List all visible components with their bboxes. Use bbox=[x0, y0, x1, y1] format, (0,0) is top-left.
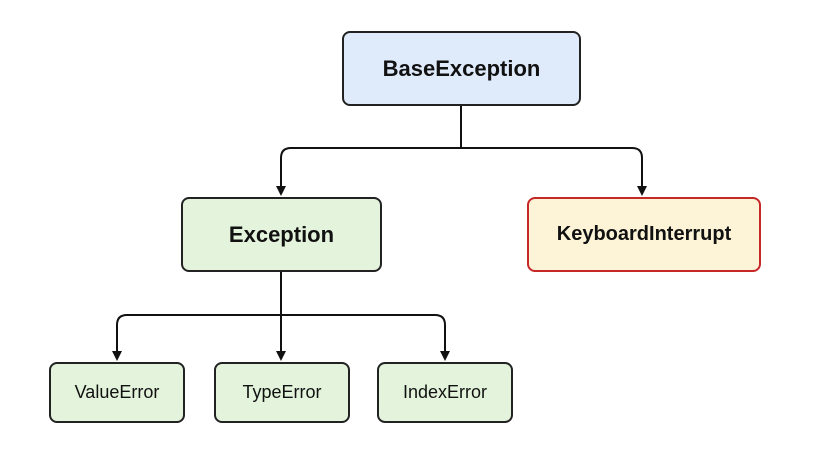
node-typeerror-label: TypeError bbox=[242, 382, 322, 402]
connector-to-valueerror bbox=[112, 314, 281, 361]
connector-to-keyboardinterrupt bbox=[461, 147, 647, 196]
node-keyboardinterrupt-label: KeyboardInterrupt bbox=[556, 223, 732, 245]
node-typeerror: TypeError bbox=[214, 362, 350, 423]
node-exception-label: Exception bbox=[228, 221, 335, 247]
node-valueerror-label: ValueError bbox=[74, 382, 160, 402]
node-indexerror: IndexError bbox=[377, 362, 513, 423]
node-baseexception: BaseException bbox=[342, 31, 581, 106]
connector-to-exception bbox=[276, 147, 461, 196]
node-exception: Exception bbox=[181, 197, 382, 272]
node-valueerror: ValueError bbox=[49, 362, 185, 423]
node-keyboardinterrupt: KeyboardInterrupt bbox=[527, 197, 761, 272]
node-indexerror-label: IndexError bbox=[402, 382, 488, 402]
node-baseexception-label: BaseException bbox=[382, 55, 541, 81]
connector-to-indexerror bbox=[281, 314, 450, 361]
